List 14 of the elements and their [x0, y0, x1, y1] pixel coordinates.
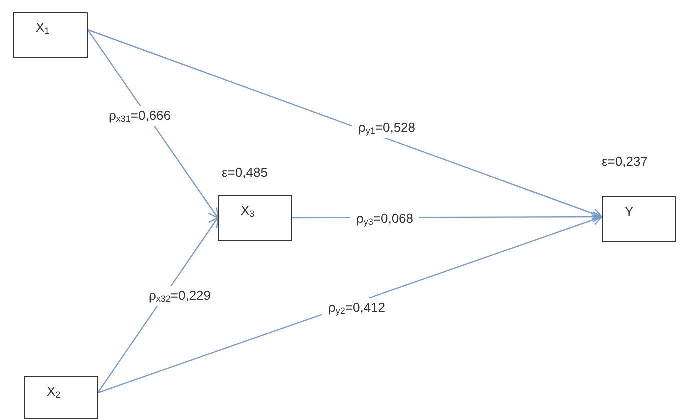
- variable-label: X$_{1}$: [36, 20, 50, 35]
- variable-box: [602, 196, 676, 242]
- variable-label: Y: [625, 204, 634, 219]
- variable-box: [218, 195, 292, 241]
- variable-box: [24, 376, 98, 419]
- variable-box: [13, 12, 88, 58]
- arrow: [88, 30, 219, 219]
- error-term: ε=0,237: [602, 154, 648, 169]
- error-term: ε=0,485: [222, 165, 268, 180]
- variable-label: X$_{3}$: [241, 203, 255, 218]
- variable-label: X$_{2}$: [47, 384, 61, 399]
- arrow: [98, 214, 603, 394]
- arrow: [98, 217, 219, 394]
- arrow: [88, 29, 603, 220]
